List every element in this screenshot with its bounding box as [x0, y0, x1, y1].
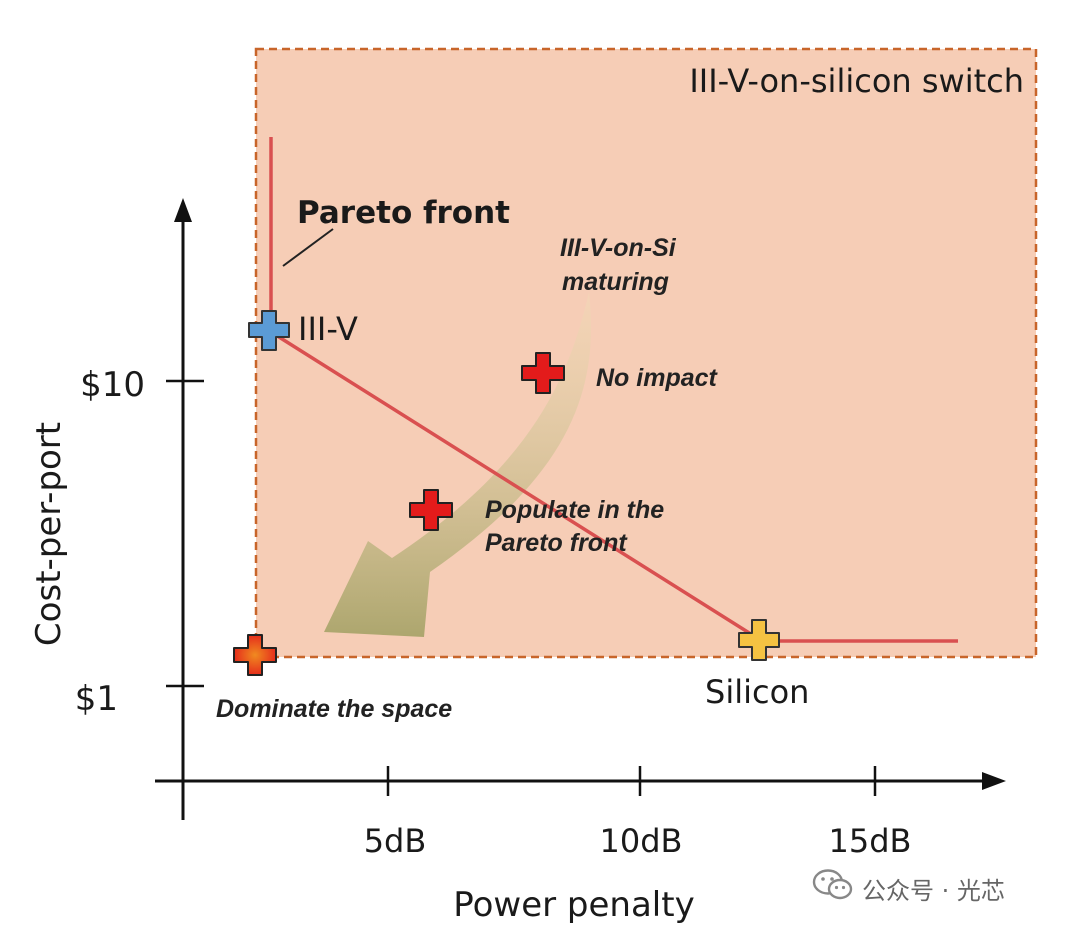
watermark-text: 公众号 · 光芯: [862, 876, 1005, 905]
pareto-front-label: Pareto front: [297, 195, 510, 231]
populate-label-line1: Populate in the: [485, 496, 664, 524]
wechat-icon: [812, 868, 854, 908]
arrow-label-line2: maturing: [562, 268, 669, 296]
x-axis-label: Power penalty: [453, 885, 694, 925]
x-tick-5db: 5dB: [364, 822, 427, 860]
maturing-arrow: [324, 292, 592, 637]
y-axis-label: Cost-per-port: [29, 422, 69, 646]
no-impact-marker: [521, 352, 565, 394]
silicon-label: Silicon: [705, 673, 809, 711]
iiiv-label: III-V: [298, 310, 358, 348]
populate-label-line2: Pareto front: [485, 529, 628, 557]
pareto-front-line: [269, 137, 958, 643]
arrow-label-line1: III-V-on-Si: [560, 234, 677, 262]
y-axis: [166, 198, 204, 820]
region-label: III-V-on-silicon switch: [689, 62, 1024, 100]
x-tick-10db: 10dB: [600, 822, 683, 860]
x-axis: [155, 766, 1006, 796]
dominate-marker: [233, 634, 277, 676]
iiiv-marker: [248, 310, 290, 351]
x-tick-15db: 15dB: [829, 822, 912, 860]
y-tick-1: $1: [75, 679, 118, 719]
dominate-label: Dominate the space: [216, 695, 452, 723]
watermark: 公众号 · 光芯: [812, 868, 1005, 908]
no-impact-label: No impact: [596, 364, 719, 392]
pareto-leader-line: [282, 228, 334, 267]
y-tick-10: $10: [80, 365, 145, 405]
silicon-marker: [738, 619, 780, 661]
populate-marker: [409, 489, 453, 531]
